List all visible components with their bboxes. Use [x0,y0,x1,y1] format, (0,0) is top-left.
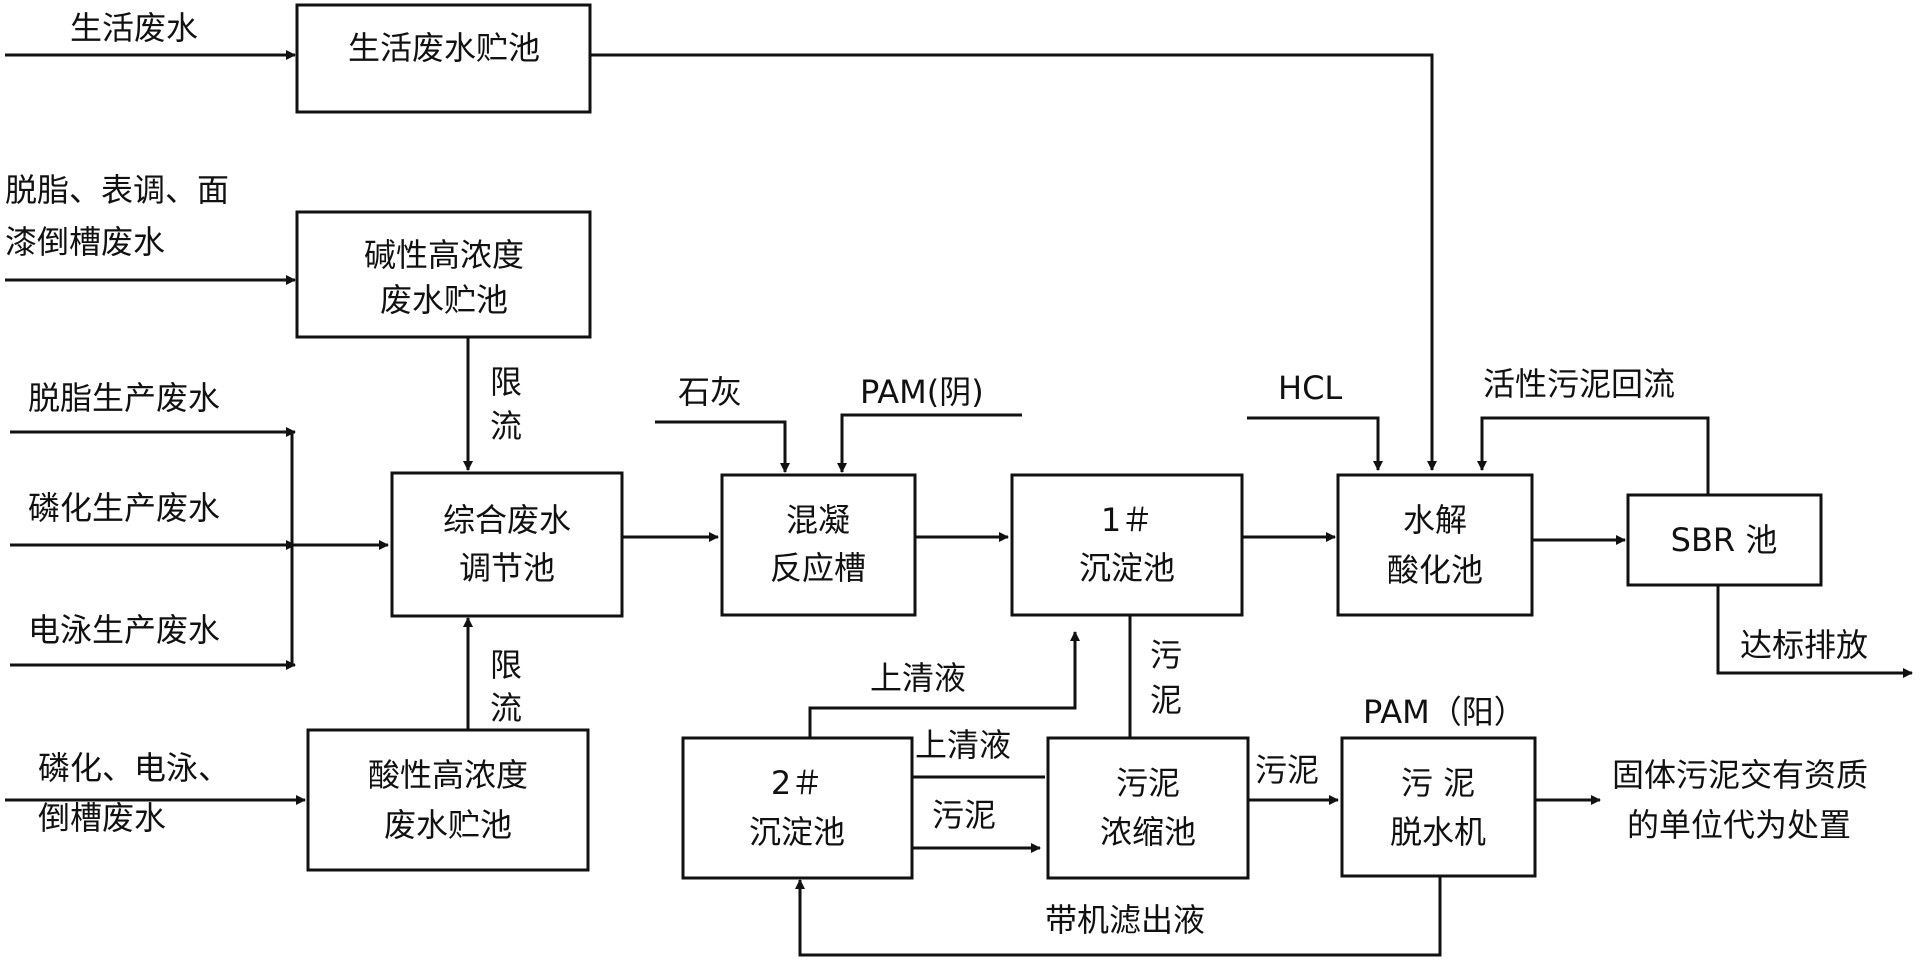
sedimentation-1-box: 1＃ 沉淀池 [1010,473,1244,617]
label-filtrate: 带机滤出液 [1045,901,1205,939]
flow-pam-anion [837,413,1022,473]
label-supernatant-sed2: 上清液 [870,659,966,697]
reagent-return-sludge: 活性污泥回流 [1483,365,1675,403]
flow-filtrate-return [795,876,1442,957]
limit-flow-top-1: 限 [490,363,522,401]
label-supernatant-thickener: 上清液 [915,726,1011,764]
sbr-tank-box: SBR 池 [1626,493,1823,587]
equalization-label-1: 综合废水 [443,501,571,539]
sludge-dewater-box: 污 泥 脱水机 [1340,736,1537,878]
dewater-label-1: 污 泥 [1401,764,1475,802]
sedimentation-1-label-1: 1＃ [1101,501,1153,539]
alkaline-tank-label-1: 碱性高浓度 [364,236,524,274]
dewater-label-2: 脱水机 [1390,813,1486,851]
label-disposal-2: 的单位代为处置 [1627,806,1851,844]
domestic-tank-box: 生活废水贮池 [295,3,592,114]
reagent-pam-anion: PAM(阴) [860,373,984,411]
reagent-hcl: HCL [1278,369,1342,407]
input-degrease-tank-1: 脱脂、表调、面 [5,171,229,209]
coagulation-label-1: 混凝 [786,501,850,539]
coagulation-label-2: 反应槽 [770,549,866,587]
input-degrease-tank-2: 漆倒槽废水 [5,223,165,261]
input-phosphate: 磷化生产废水 [28,489,220,527]
label-sludge-thickener: 污泥 [1255,751,1319,789]
flow-discharge [1716,585,1913,678]
flow-return-sludge [1477,416,1710,495]
acid-tank-label-2: 废水贮池 [384,806,512,844]
reagent-lime: 石灰 [678,373,742,411]
domestic-tank-label: 生活废水贮池 [348,29,540,67]
input-degrease: 脱脂生产废水 [28,379,220,417]
flow-hcl [1247,416,1383,471]
input-electro: 电泳生产废水 [28,611,220,649]
sedimentation-1-label-2: 沉淀池 [1079,549,1175,587]
label-discharge: 达标排放 [1740,626,1868,664]
input-domestic: 生活废水 [70,9,198,47]
acid-tank-box: 酸性高浓度 废水贮池 [306,728,590,872]
sedimentation-2-box: 2＃ 沉淀池 [681,736,914,880]
equalization-label-2: 调节池 [459,549,555,587]
sbr-label: SBR 池 [1671,521,1778,559]
sedimentation-2-label-2: 沉淀池 [749,813,845,851]
acid-tank-label-1: 酸性高浓度 [368,756,528,794]
label-sludge-vertical-1: 污 [1150,636,1182,674]
alkaline-tank-label-2: 废水贮池 [380,281,508,319]
limit-flow-bottom-1: 限 [490,646,522,684]
alkaline-tank-box: 碱性高浓度 废水贮池 [295,210,592,339]
flow-sed2-supernatant-to-sed1 [808,631,1080,738]
label-disposal-1: 固体污泥交有资质 [1612,756,1868,794]
reagent-pam-cation: PAM（阳） [1363,693,1526,731]
input-phos-electro-2: 倒槽废水 [38,799,166,837]
flow-lime [655,420,790,473]
coagulation-tank-box: 混凝 反应槽 [720,473,917,617]
thickener-label-1: 污泥 [1116,764,1180,802]
label-sludge-vertical-2: 泥 [1150,681,1182,719]
hydrolysis-tank-box: 水解 酸化池 [1336,473,1534,617]
sludge-thickener-box: 污泥 浓缩池 [1046,736,1250,880]
flow-domestic-to-hydrolysis [590,53,1437,471]
limit-flow-bottom-2: 流 [490,689,522,727]
label-sludge-sed2: 污泥 [932,796,996,834]
limit-flow-top-2: 流 [490,407,522,445]
hydrolysis-label-1: 水解 [1403,501,1467,539]
thickener-label-2: 浓缩池 [1100,813,1196,851]
input-phos-electro-1: 磷化、电泳、 [38,749,230,787]
equalization-tank-box: 综合废水 调节池 [390,471,624,618]
hydrolysis-label-2: 酸化池 [1387,551,1483,589]
sedimentation-2-label-1: 2＃ [771,764,823,802]
